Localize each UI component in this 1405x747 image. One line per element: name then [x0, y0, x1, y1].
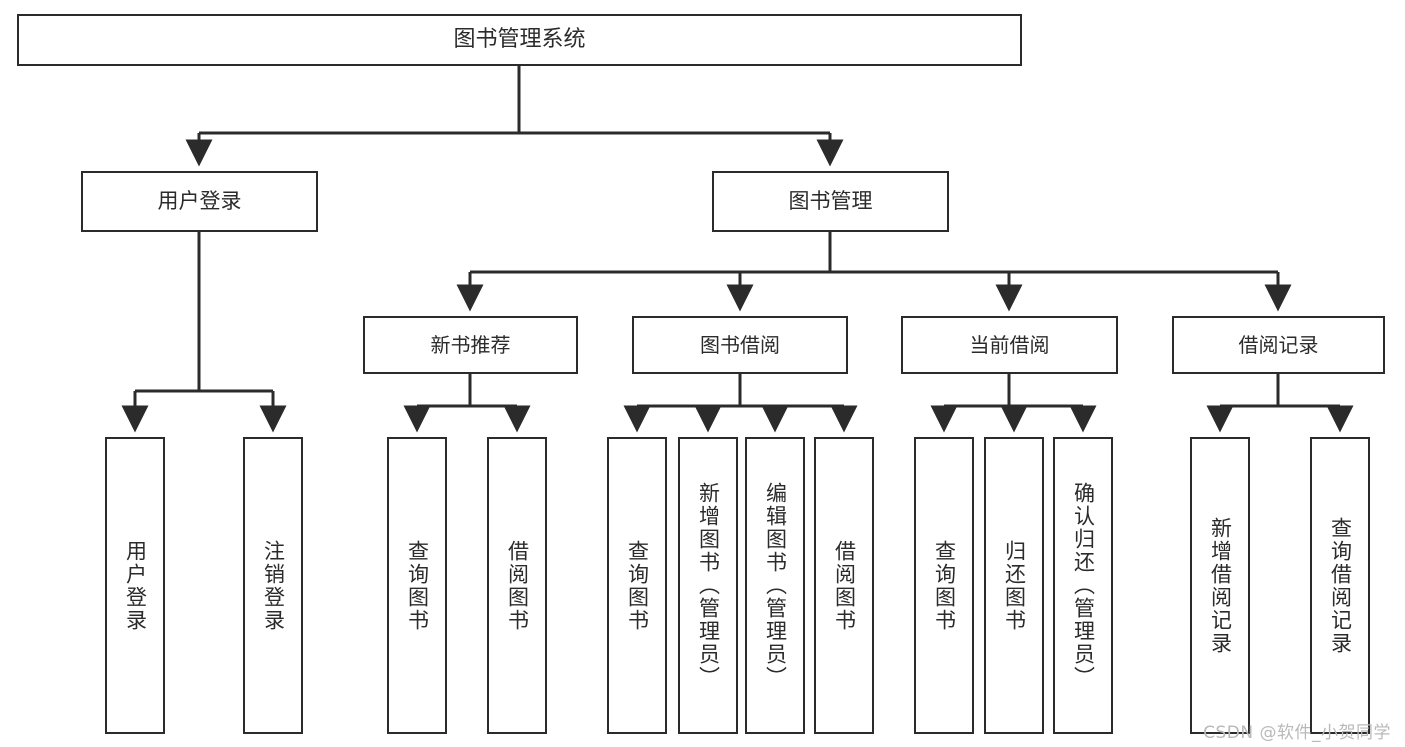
edge-borrowrecord-to-leaves	[1206, 374, 1354, 433]
node-borrow-record[interactable]: 借阅记录	[1172, 316, 1385, 374]
edge-bookmanage-to-level3	[456, 232, 1292, 312]
node-root-label: 图书管理系统	[453, 26, 586, 52]
node-leaf-return-book-label: 归还图书	[1002, 539, 1027, 632]
node-user-login-label: 用户登录	[157, 188, 242, 213]
edge-bookborrow-to-leaves	[623, 374, 858, 433]
node-current-borrow[interactable]: 当前借阅	[901, 316, 1118, 374]
node-new-book-recommend-label: 新书推荐	[430, 332, 511, 357]
node-leaf-query-record-label: 查询借阅记录	[1328, 516, 1353, 655]
node-leaf-query-book-3-label: 查询图书	[932, 539, 957, 632]
node-leaf-query-book-1-label: 查询图书	[405, 539, 430, 632]
node-leaf-confirm-return-label: 确认归还（管理员）	[1071, 482, 1096, 689]
node-leaf-borrow-book-1-label: 借阅图书	[505, 539, 530, 632]
edge-newbook-to-leaves	[403, 374, 531, 433]
node-book-manage-label: 图书管理	[788, 188, 873, 213]
node-user-login[interactable]: 用户登录	[81, 171, 318, 232]
node-leaf-query-book-2-label: 查询图书	[625, 539, 650, 632]
node-leaf-edit-book-label: 编辑图书（管理员）	[763, 482, 788, 689]
node-new-book-recommend[interactable]: 新书推荐	[363, 316, 578, 374]
node-current-borrow-label: 当前借阅	[969, 332, 1050, 357]
edge-currentborrow-to-leaves	[930, 374, 1097, 433]
node-leaf-borrow-book-2-label: 借阅图书	[832, 539, 857, 632]
node-leaf-query-record[interactable]: 查询借阅记录	[1310, 437, 1370, 734]
node-book-borrow[interactable]: 图书借阅	[632, 316, 848, 374]
node-leaf-borrow-book-2[interactable]: 借阅图书	[814, 437, 874, 734]
node-leaf-user-logout[interactable]: 注销登录	[243, 437, 303, 734]
node-leaf-query-book-1[interactable]: 查询图书	[387, 437, 447, 734]
node-root-system[interactable]: 图书管理系统	[17, 14, 1022, 66]
node-leaf-add-record-label: 新增借阅记录	[1208, 516, 1233, 655]
node-leaf-add-book[interactable]: 新增图书（管理员）	[678, 437, 738, 734]
edge-userlogin-to-leaves	[121, 232, 287, 433]
node-leaf-add-book-label: 新增图书（管理员）	[696, 482, 721, 689]
node-leaf-confirm-return[interactable]: 确认归还（管理员）	[1053, 437, 1113, 734]
node-leaf-borrow-book-1[interactable]: 借阅图书	[487, 437, 547, 734]
node-leaf-edit-book[interactable]: 编辑图书（管理员）	[745, 437, 805, 734]
edge-root-to-level2	[185, 66, 844, 167]
node-book-borrow-label: 图书借阅	[700, 332, 780, 357]
node-leaf-return-book[interactable]: 归还图书	[984, 437, 1044, 734]
node-borrow-record-label: 借阅记录	[1238, 332, 1319, 357]
node-leaf-user-login[interactable]: 用户登录	[105, 437, 165, 734]
node-leaf-add-record[interactable]: 新增借阅记录	[1190, 437, 1250, 734]
node-leaf-user-logout-label: 注销登录	[261, 539, 286, 632]
node-book-manage[interactable]: 图书管理	[712, 171, 949, 232]
node-leaf-query-book-2[interactable]: 查询图书	[607, 437, 667, 734]
node-leaf-query-book-3[interactable]: 查询图书	[914, 437, 974, 734]
node-leaf-user-login-label: 用户登录	[123, 539, 148, 632]
